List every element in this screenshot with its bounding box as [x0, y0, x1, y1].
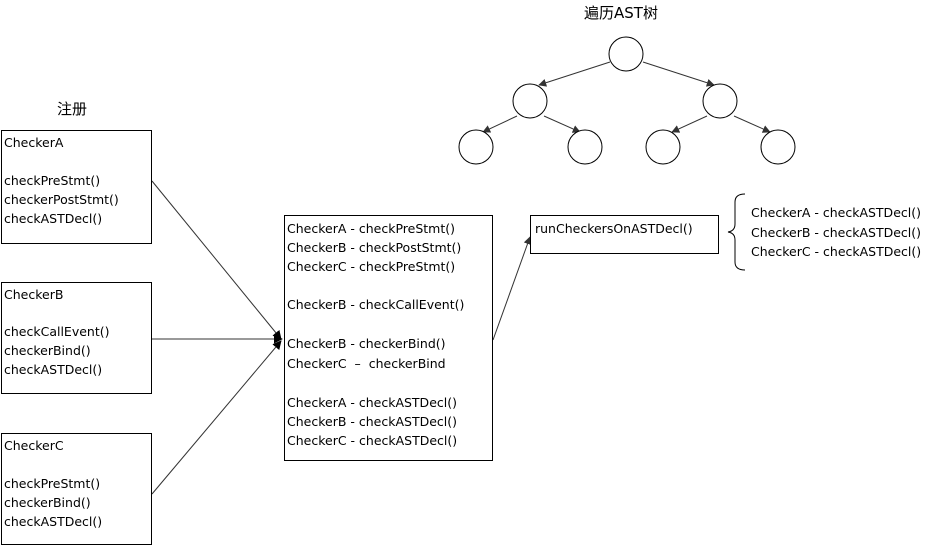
registry-line: CheckerB - checkerBind() [287, 336, 446, 351]
run-checkers-label: runCheckersOnASTDecl() [535, 221, 693, 236]
registry-line: CheckerC - checkPreStmt() [287, 259, 456, 274]
tree-edge-left-ll [482, 115, 518, 133]
register-title: 注册 [57, 100, 88, 118]
checker-c-method-2: checkerBind() [4, 495, 91, 510]
tree-node-rl [645, 129, 681, 165]
tree-node-right [702, 83, 738, 119]
checker-b-method-2: checkerBind() [4, 343, 91, 358]
checker-a-method-1: checkPreStmt() [4, 173, 101, 188]
run-checkers-box: runCheckersOnASTDecl() [530, 215, 719, 254]
tree-edge-root-left [538, 61, 611, 87]
registry-line: CheckerC - checkASTDecl() [287, 433, 458, 448]
tree-edge-right-rl [671, 115, 708, 133]
tree-node-rr [760, 129, 796, 165]
checker-a-box: CheckerA checkPreStmt() checkerPostStmt(… [1, 130, 152, 244]
tree-title: 遍历AST树 [584, 4, 658, 22]
checker-b-box: CheckerB checkCallEvent() checkerBind() … [1, 282, 152, 394]
checker-c-name: CheckerC [4, 438, 64, 453]
checker-b-method-1: checkCallEvent() [4, 324, 110, 339]
tree-edge-right-rr [733, 115, 771, 133]
tree-node-lr [567, 129, 603, 165]
checker-b-name: CheckerB [4, 287, 64, 302]
checker-b-method-3: checkASTDecl() [4, 362, 103, 377]
decl-list-line: CheckerA - checkASTDecl() [751, 205, 921, 220]
decl-list: CheckerA - checkASTDecl() CheckerB - che… [751, 203, 923, 265]
decl-list-line: CheckerB - checkASTDecl() [751, 225, 922, 240]
tree-edge-left-lr [543, 115, 581, 133]
registry-line: CheckerA - checkPreStmt() [287, 221, 455, 236]
tree-node-ll [458, 129, 494, 165]
checker-a-method-3: checkASTDecl() [4, 211, 103, 226]
checker-c-box: CheckerC checkPreStmt() checkerBind() ch… [1, 433, 152, 545]
registry-box: CheckerA - checkPreStmt() CheckerB - che… [284, 215, 493, 461]
checker-a-method-2: checkerPostStmt() [4, 192, 119, 207]
decl-list-brace [727, 193, 746, 271]
checker-c-method-3: checkASTDecl() [4, 514, 103, 529]
registry-line: CheckerA - checkASTDecl() [287, 395, 457, 410]
tree-node-root [608, 36, 644, 72]
arrow-registry-to-run [492, 236, 532, 341]
tree-node-left [512, 83, 548, 119]
registry-line: CheckerC – checkerBind [287, 356, 446, 371]
checker-a-name: CheckerA [4, 135, 64, 150]
decl-list-line: CheckerC - checkASTDecl() [751, 244, 922, 259]
registry-line: CheckerB - checkASTDecl() [287, 414, 458, 429]
registry-line: CheckerB - checkPostStmt() [287, 240, 462, 255]
arrow-checker-a-to-registry [151, 180, 282, 340]
registry-line: CheckerB - checkCallEvent() [287, 297, 465, 312]
arrow-checker-c-to-registry [151, 340, 282, 495]
tree-edge-root-right [642, 61, 715, 87]
checker-c-method-1: checkPreStmt() [4, 476, 101, 491]
